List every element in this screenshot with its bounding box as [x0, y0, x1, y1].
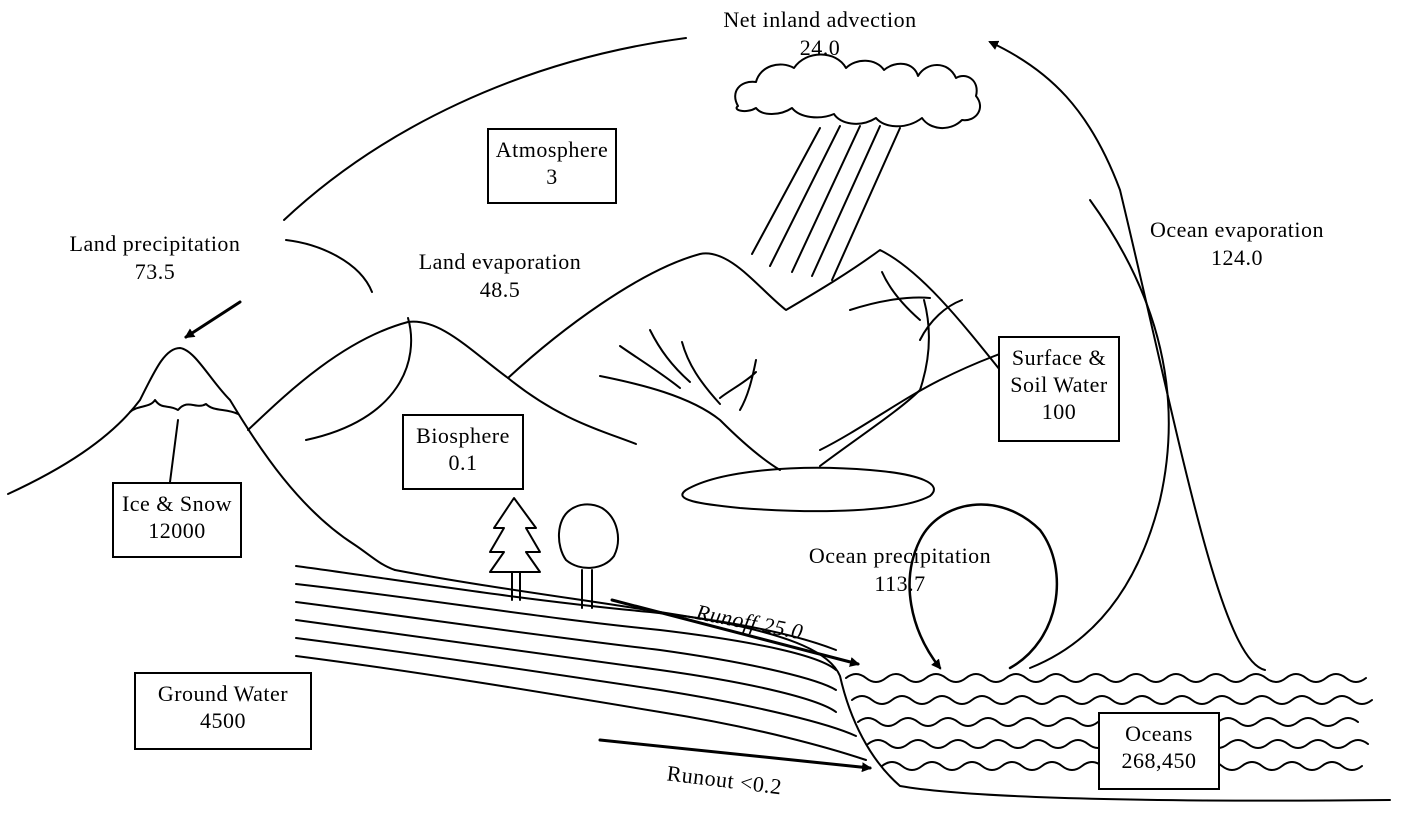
- land-evaporation-value: 48.5: [385, 276, 615, 304]
- biosphere-name: Biosphere: [404, 422, 522, 449]
- ocean-precipitation-value: 113.7: [770, 570, 1030, 598]
- river-branches-right: [820, 272, 962, 466]
- surface-soil-line1: Surface &: [1000, 344, 1118, 371]
- ocean-precipitation-name: Ocean precipitation: [770, 542, 1030, 570]
- atmosphere-value: 3: [489, 163, 615, 190]
- net-inland-advection-name: Net inland advection: [690, 6, 950, 34]
- land-precipitation-name: Land precipitation: [30, 230, 280, 258]
- oceans-box: Oceans 268,450: [1098, 712, 1220, 790]
- surface-soil-line2: Soil Water: [1000, 371, 1118, 398]
- rain-streak: [812, 126, 880, 276]
- surface-soil-value: 100: [1000, 398, 1118, 425]
- lake: [682, 468, 934, 511]
- ocean-precipitation-label: Ocean precipitation 113.7: [770, 542, 1030, 598]
- stratum: [296, 638, 856, 736]
- ocean-evaporation-name: Ocean evaporation: [1112, 216, 1362, 244]
- ice-snow-value: 12000: [114, 517, 240, 544]
- ocean-evaporation-label: Ocean evaporation 124.0: [1112, 216, 1362, 272]
- ocean-wave: [846, 674, 1366, 682]
- biosphere-box: Biosphere 0.1: [402, 414, 524, 490]
- ground-water-box: Ground Water 4500: [134, 672, 312, 750]
- cloud: [735, 55, 980, 129]
- biosphere-value: 0.1: [404, 449, 522, 476]
- surface-soil-water-box: Surface & Soil Water 100: [998, 336, 1120, 442]
- land-precipitation-value: 73.5: [30, 258, 280, 286]
- river-branches-left: [600, 330, 780, 470]
- atmosphere-box: Atmosphere 3: [487, 128, 617, 204]
- ice-snow-box: Ice & Snow 12000: [112, 482, 242, 558]
- ground-water-name: Ground Water: [136, 680, 310, 707]
- ground-water-value: 4500: [136, 707, 310, 734]
- ice-snow-name: Ice & Snow: [114, 490, 240, 517]
- snow-cap: [130, 400, 238, 414]
- land-evaporation-sub-arc: [306, 318, 411, 440]
- rain-streak: [832, 128, 900, 280]
- advection-arc-left: [284, 38, 686, 220]
- land-evaporation-label: Land evaporation 48.5: [385, 248, 615, 304]
- evergreen-tree: [490, 498, 540, 600]
- land-precipitation-label: Land precipitation 73.5: [30, 230, 280, 286]
- ocean-evaporation-value: 124.0: [1112, 244, 1362, 272]
- atmosphere-name: Atmosphere: [489, 136, 615, 163]
- land-evaporation-arc: [286, 240, 372, 292]
- oceans-value: 268,450: [1100, 747, 1218, 774]
- deciduous-tree: [559, 504, 618, 608]
- land-evaporation-name: Land evaporation: [385, 248, 615, 276]
- rain-streak: [792, 126, 860, 272]
- ocean-wave: [852, 696, 1372, 704]
- net-inland-advection-value: 24.0: [690, 34, 950, 62]
- ice-snow-pointer: [170, 420, 178, 482]
- net-inland-advection-label: Net inland advection 24.0: [690, 6, 950, 62]
- oceans-name: Oceans: [1100, 720, 1218, 747]
- land-precipitation-arrow: [186, 302, 240, 337]
